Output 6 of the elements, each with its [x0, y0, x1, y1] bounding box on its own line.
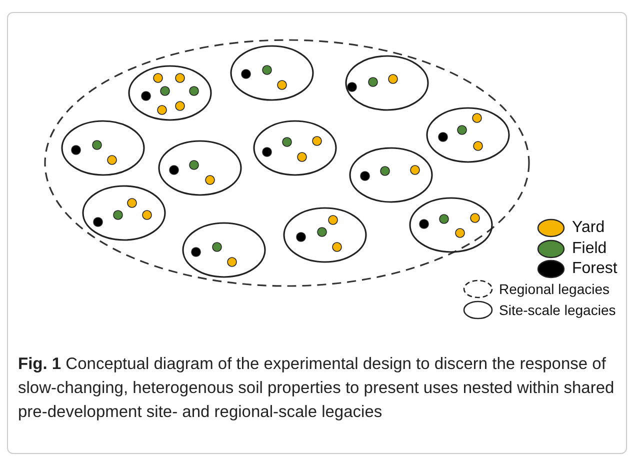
figure-caption: Fig. 1 Conceptual diagram of the experimental design to discern the response of slow-changing, heterogenous soil properties to present uses nested within shared pre-development site- and regional-scale legacies	[18, 354, 616, 423]
legend-label: Site-scale legacies	[499, 302, 616, 318]
legend-label: Regional legacies	[499, 281, 610, 297]
legend-label: Yard	[572, 219, 605, 237]
legend-label: Forest	[572, 260, 618, 278]
legend-label: Field	[572, 240, 607, 258]
